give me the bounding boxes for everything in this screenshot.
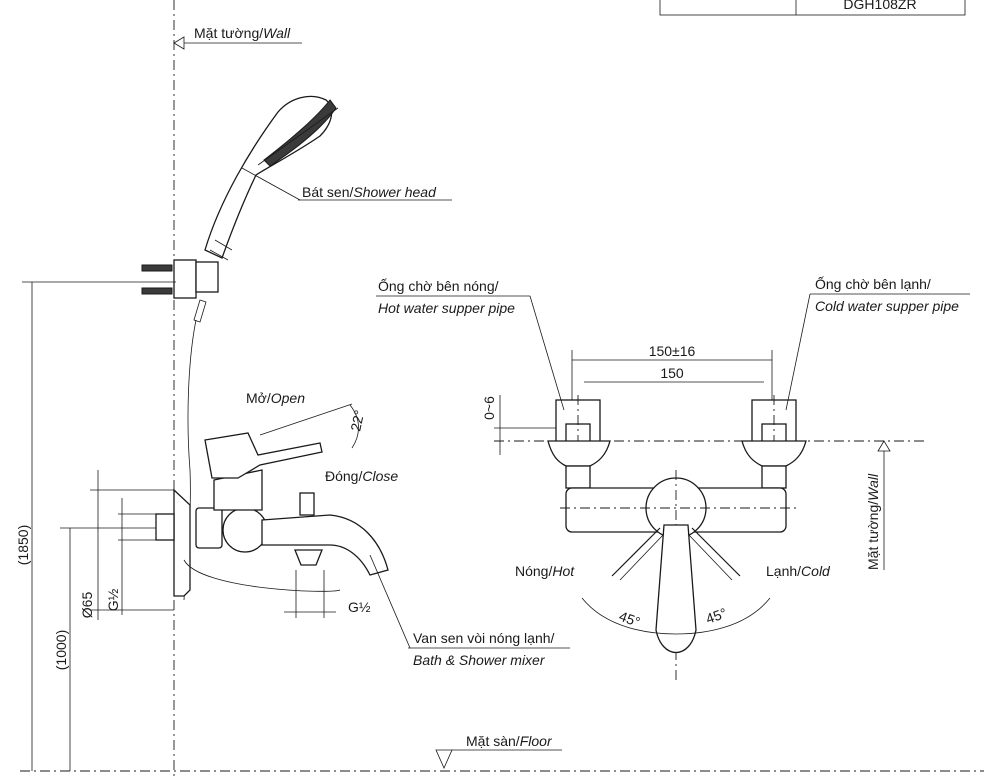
svg-text:Mở/Open: Mở/Open	[246, 390, 305, 406]
label-mixer: Van sen vòi nóng lạnh/	[413, 630, 555, 646]
svg-text:Mặt sàn/Floor: Mặt sàn/Floor	[466, 733, 553, 749]
label-hot: Nóng/	[515, 563, 552, 579]
label-cold-en: Cold	[801, 563, 831, 579]
svg-text:Nóng/Hot: Nóng/Hot	[515, 563, 575, 579]
label-wall-right-en: Wall	[865, 473, 881, 501]
shower-head: Bát sen/Shower head	[204, 95, 452, 261]
label-floor-en: Floor	[520, 733, 553, 749]
label-cold-pipe: Ống chờ bên lạnh/	[815, 275, 931, 292]
svg-text:Lạnh/Cold: Lạnh/Cold	[766, 563, 831, 579]
label-wall-right: Mặt tường/	[865, 501, 881, 570]
dim-g12-bottom: G½	[348, 599, 371, 615]
mixer-front-view: Mặt tường/Wall 45° 45° Nóng/Hot Lạnh/Col…	[494, 395, 924, 680]
floor-line: Mặt sàn/Floor	[20, 733, 984, 772]
label-hot-pipe: Ống chờ bên nóng/	[378, 277, 499, 294]
label-wall-top-en: Wall	[263, 25, 291, 41]
label-wall-top: Mặt tường/	[194, 25, 263, 41]
label-close: Đóng/	[325, 468, 362, 484]
label-floor: Mặt sàn/	[466, 733, 520, 749]
label-cold-pipe-en: Cold water supper pipe	[815, 298, 959, 314]
label-open-en: Open	[271, 390, 305, 406]
label-cold: Lạnh/	[766, 563, 801, 579]
dim-65: Ø65	[79, 592, 95, 619]
dim-1850: (1850)	[15, 525, 31, 565]
label-open: Mở/	[246, 390, 271, 406]
dim-150-16: 150±16	[649, 343, 696, 359]
svg-text:Mặt tường/Wall: Mặt tường/Wall	[194, 25, 291, 41]
label-shower-head: Bát sen/	[302, 184, 353, 200]
mixer-side-view	[155, 432, 389, 597]
label-hot-en: Hot	[552, 563, 575, 579]
dimension-lines-side: (1850) (1000) Ø65 G½ G½	[15, 281, 371, 771]
dimension-lines-front: 150±16 150 0~6 Ống chờ bên nóng/ Hot wat…	[376, 275, 970, 455]
label-hot-pipe-en: Hot water supper pipe	[378, 300, 515, 316]
svg-text:Mặt tường/Wall: Mặt tường/Wall	[865, 473, 881, 570]
dim-g12-left: G½	[105, 588, 121, 611]
svg-text:Đóng/Close: Đóng/Close	[325, 468, 398, 484]
label-angle-45-left: 45°	[617, 608, 642, 630]
label-shower-head-en: Shower head	[353, 184, 437, 200]
model-number: DGH108ZR	[843, 0, 916, 12]
label-mixer-en: Bath & Shower mixer	[413, 652, 546, 668]
wall-bracket	[141, 259, 219, 323]
svg-text:Bát sen/Shower head: Bát sen/Shower head	[302, 184, 437, 200]
label-angle-22: 22°	[347, 409, 367, 433]
dim-1000: (1000)	[53, 630, 69, 670]
svg-text:Van sen vòi nóng lạnh/: Van sen vòi nóng lạnh/	[413, 630, 555, 646]
model-table: DGH108ZR	[659, 0, 966, 16]
label-angle-45-right: 45°	[704, 605, 729, 627]
label-close-en: Close	[362, 468, 398, 484]
mixer-leader: Van sen vòi nóng lạnh/ Bath & Shower mix…	[369, 554, 570, 668]
open-close-labels: Mở/Open 22° Đóng/Close	[246, 390, 398, 484]
wall-line-side: Mặt tường/Wall	[173, 0, 302, 778]
dim-0-6: 0~6	[481, 396, 497, 420]
dim-150: 150	[660, 365, 684, 381]
